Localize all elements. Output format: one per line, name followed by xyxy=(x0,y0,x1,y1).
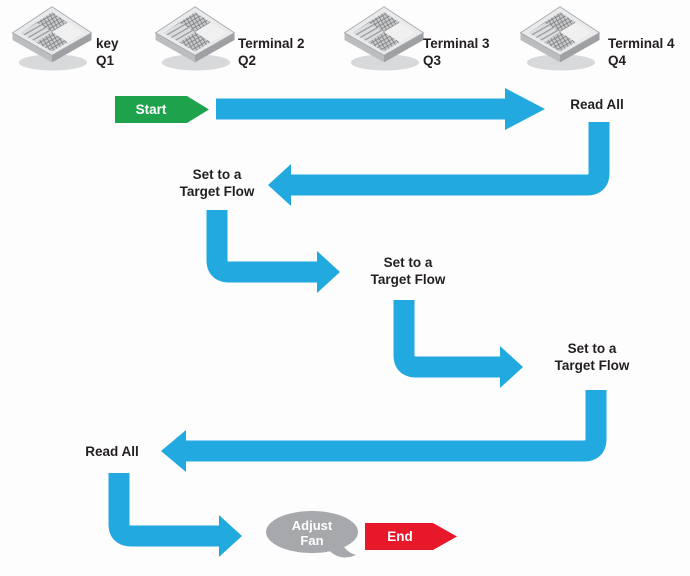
arrowhead-target-1-to-target-2 xyxy=(317,251,340,293)
arrowhead-read-all-to-target-1 xyxy=(268,164,291,206)
arrow-target-1-to-target-2 xyxy=(206,210,317,283)
arrowhead-target-3-to-read-all xyxy=(161,430,186,472)
start-shape xyxy=(115,96,209,123)
start-label: Start xyxy=(135,102,167,117)
set-target-2-label: Set to a Target Flow xyxy=(370,255,446,287)
set-target-3-label: Set to a Target Flow xyxy=(554,341,630,373)
arrow-read-all-to-adjust-fan xyxy=(108,473,219,547)
arrowhead-read-all-to-adjust-fan xyxy=(219,515,242,557)
adjust-fan-bubble xyxy=(266,511,358,553)
read-all-bottom-label: Read All xyxy=(85,444,139,459)
arrow-target-2-to-target-3 xyxy=(393,300,500,378)
end-shape xyxy=(365,523,457,550)
terminal-1-label: key Q1 xyxy=(96,36,119,68)
adjust-fan-label: Adjust Fan xyxy=(291,518,333,548)
terminal-3-label: Terminal 3 Q3 xyxy=(423,36,490,68)
arrow-read-all-to-target-1 xyxy=(291,122,610,196)
arrowhead-target-2-to-target-3 xyxy=(500,346,523,388)
read-all-top-label: Read All xyxy=(570,97,624,112)
terminal-4-label: Terminal 4 Q4 xyxy=(608,36,675,68)
arrow-target-3-to-read-all xyxy=(186,390,607,462)
terminal-2-label: Terminal 2 Q2 xyxy=(238,36,305,68)
end-label: End xyxy=(387,529,413,544)
arrowhead-start-to-read-all xyxy=(505,88,545,130)
set-target-1-label: Set to a Target Flow xyxy=(179,167,255,199)
